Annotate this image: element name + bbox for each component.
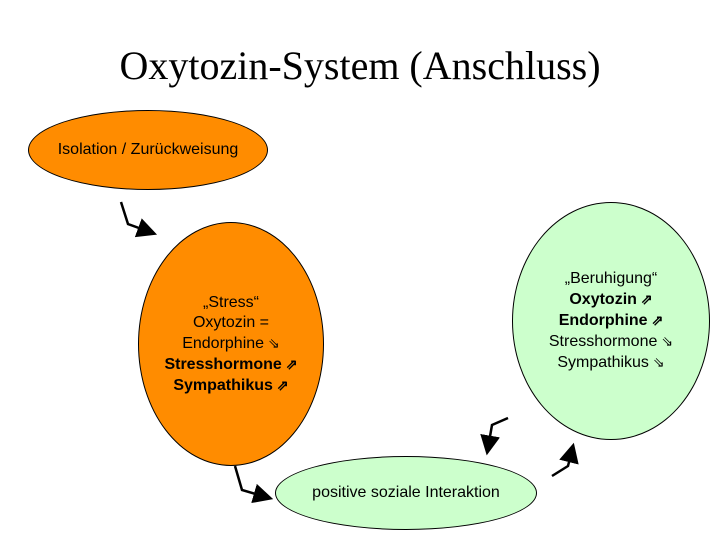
isolation-label: Isolation / Zurückweisung	[57, 141, 239, 158]
calm-node: „Beruhigung“ Oxytozin⇗ Endorphine⇗ Stres…	[512, 202, 710, 440]
calm-line-2: Endorphine⇗	[558, 312, 664, 329]
down-right-arrow-icon: ⇘	[652, 354, 665, 370]
calm-line-0: „Beruhigung“	[564, 270, 658, 287]
page-title: Oxytozin-System (Anschluss)	[119, 43, 601, 88]
stress-node: „Stress“ Oxytozin = Endorphine⇘ Stressho…	[138, 222, 324, 466]
arrow-stress-to-positive	[233, 465, 274, 504]
isolation-node: Isolation / Zurückweisung	[28, 110, 268, 190]
arrow-isolation-to-stress	[119, 201, 158, 238]
down-right-arrow-icon: ⇘	[268, 334, 280, 351]
calm-line-1: Oxytozin⇗	[569, 291, 653, 308]
up-right-arrow-icon: ⇗	[651, 312, 664, 328]
arrow-positive-to-calm	[551, 442, 579, 478]
positive-node: positive soziale Interaktion	[275, 456, 537, 530]
arrow-calm-loop	[480, 416, 509, 456]
down-right-arrow-icon: ⇘	[661, 333, 674, 349]
up-right-arrow-icon: ⇗	[640, 291, 653, 307]
calm-line-3: Stresshormone⇘	[548, 333, 674, 350]
up-right-arrow-icon: ⇗	[285, 355, 298, 372]
calm-line-4: Sympathikus⇘	[557, 354, 665, 371]
stress-line-3: Stresshormone⇗	[164, 355, 298, 373]
up-right-arrow-icon: ⇗	[276, 376, 289, 393]
positive-label: positive soziale Interaktion	[312, 484, 500, 501]
stress-line-1: Oxytozin =	[192, 313, 270, 331]
stress-line-2: Endorphine⇘	[182, 334, 280, 352]
stress-line-4: Sympathikus⇗	[173, 376, 289, 394]
stress-line-0: „Stress“	[203, 293, 259, 311]
